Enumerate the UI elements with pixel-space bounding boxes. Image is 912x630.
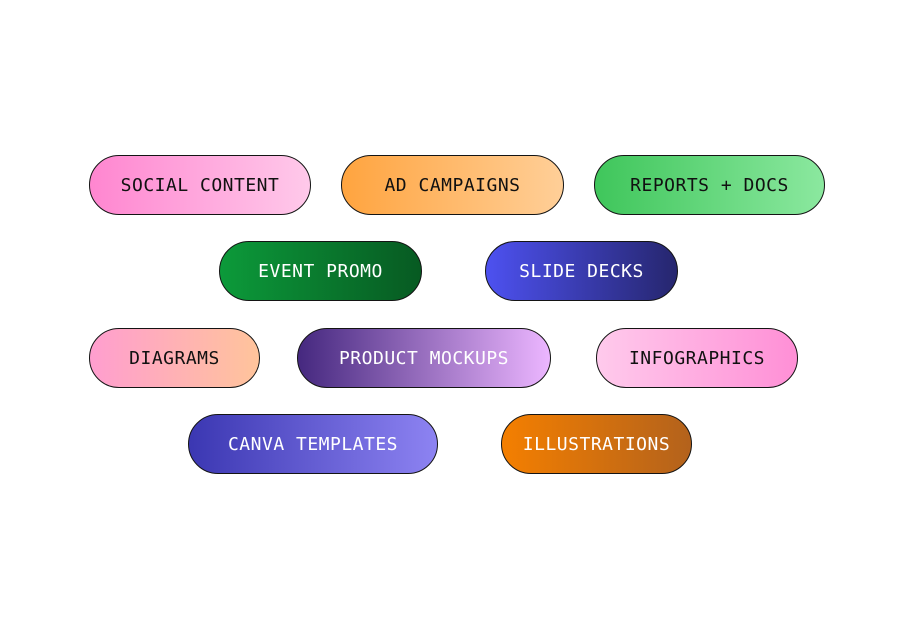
pill-label: AD CAMPAIGNS <box>384 174 521 196</box>
pill-label: CANVA TEMPLATES <box>227 433 399 455</box>
pill-label: EVENT PROMO <box>258 260 383 282</box>
pill-product-mockups[interactable]: PRODUCT MOCKUPS <box>297 328 551 388</box>
pill-reports-docs[interactable]: REPORTS + DOCS <box>594 155 825 215</box>
pill-social-content[interactable]: SOCIAL CONTENT <box>89 155 311 215</box>
pill-label: INFOGRAPHICS <box>628 347 766 369</box>
pill-label: REPORTS + DOCS <box>630 174 789 196</box>
pill-ad-campaigns[interactable]: AD CAMPAIGNS <box>341 155 564 215</box>
pill-label: ILLUSTRATIONS <box>522 433 671 455</box>
pill-illustrations[interactable]: ILLUSTRATIONS <box>501 414 692 474</box>
pill-infographics[interactable]: INFOGRAPHICS <box>596 328 798 388</box>
pill-diagrams[interactable]: DIAGRAMS <box>89 328 260 388</box>
pill-slide-decks[interactable]: SLIDE DECKS <box>485 241 678 301</box>
pill-canva-templates[interactable]: CANVA TEMPLATES <box>188 414 438 474</box>
pill-label: SOCIAL CONTENT <box>120 174 280 196</box>
pill-label: SLIDE DECKS <box>519 260 644 282</box>
pill-label: DIAGRAMS <box>129 347 220 369</box>
pill-event-promo[interactable]: EVENT PROMO <box>219 241 422 301</box>
pill-label: PRODUCT MOCKUPS <box>338 347 510 369</box>
